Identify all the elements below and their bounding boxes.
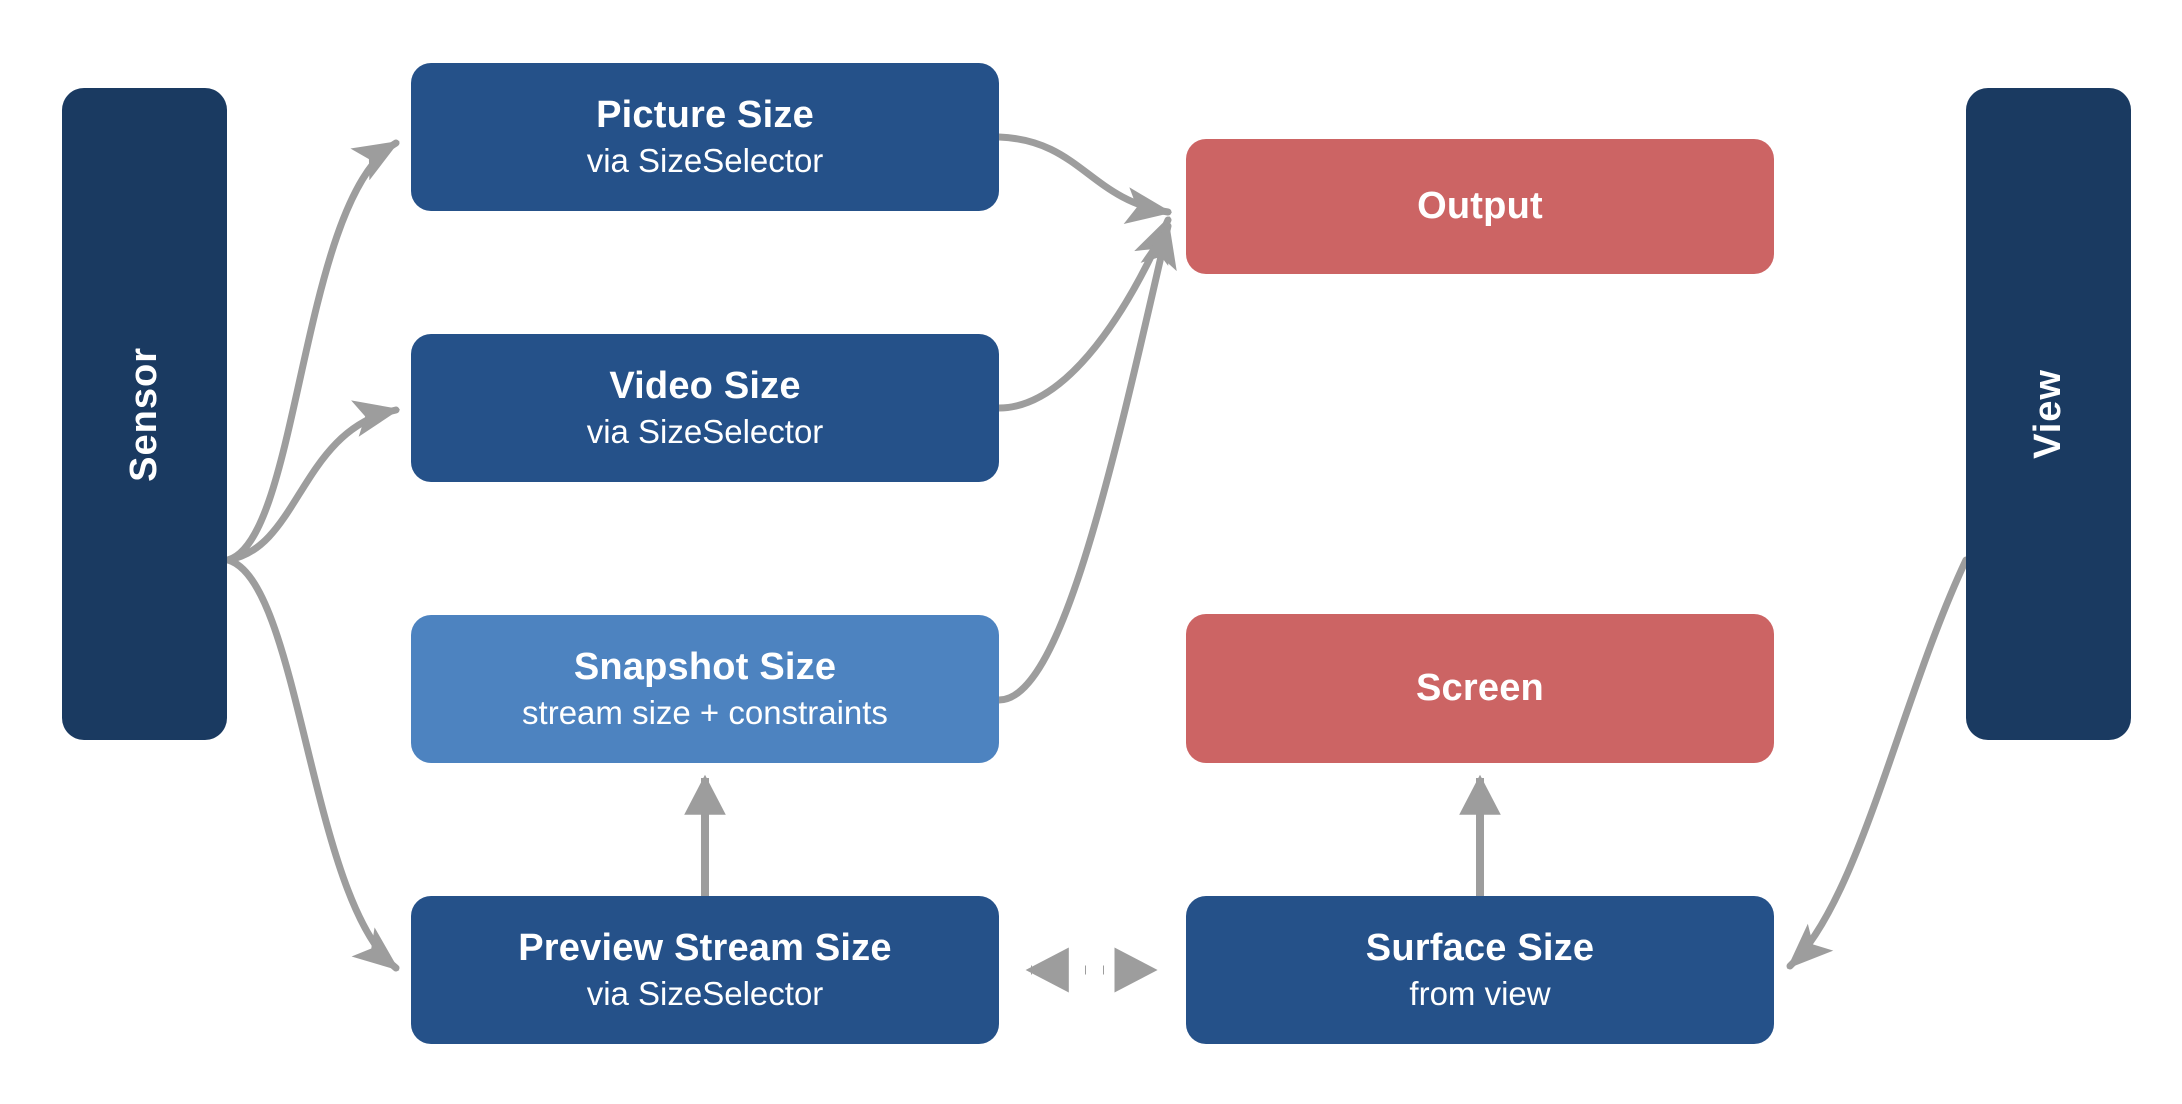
edge-view-to-surface-size <box>1786 556 1970 970</box>
edge-sensor-to-picture-size <box>224 139 400 564</box>
node-preview-stream-size-label: Preview Stream Size <box>518 927 892 970</box>
node-video-size-subtitle: via SizeSelector <box>586 413 824 451</box>
node-view[interactable]: View <box>1966 88 2131 740</box>
edge-video-size-to-output <box>995 216 1172 412</box>
edge-sensor-to-video-size <box>224 400 401 564</box>
node-screen[interactable]: Screen <box>1186 614 1774 763</box>
node-snapshot-size[interactable]: Snapshot Size stream size + constraints <box>411 615 999 763</box>
edge-sensor-to-preview-stream-size <box>224 556 400 972</box>
node-surface-size-subtitle: from view <box>1409 975 1551 1013</box>
node-output-label: Output <box>1417 185 1543 228</box>
node-picture-size-label: Picture Size <box>596 94 814 137</box>
node-sensor-label: Sensor <box>123 346 166 482</box>
node-snapshot-size-subtitle: stream size + constraints <box>522 694 888 732</box>
node-video-size[interactable]: Video Size via SizeSelector <box>411 334 999 482</box>
edge-snapshot-size-to-output <box>995 221 1177 704</box>
node-preview-stream-size[interactable]: Preview Stream Size via SizeSelector <box>411 896 999 1044</box>
node-picture-size[interactable]: Picture Size via SizeSelector <box>411 63 999 211</box>
node-surface-size[interactable]: Surface Size from view <box>1186 896 1774 1044</box>
node-sensor[interactable]: Sensor <box>62 88 227 740</box>
node-output[interactable]: Output <box>1186 139 1774 274</box>
node-snapshot-size-label: Snapshot Size <box>573 646 837 689</box>
node-video-size-label: Video Size <box>609 365 801 408</box>
node-picture-size-subtitle: via SizeSelector <box>586 142 824 180</box>
node-preview-stream-size-subtitle: via SizeSelector <box>586 975 824 1013</box>
edge-picture-size-to-output <box>995 133 1173 224</box>
node-screen-label: Screen <box>1416 667 1544 710</box>
node-view-label: View <box>2027 369 2070 459</box>
node-surface-size-label: Surface Size <box>1365 927 1595 970</box>
